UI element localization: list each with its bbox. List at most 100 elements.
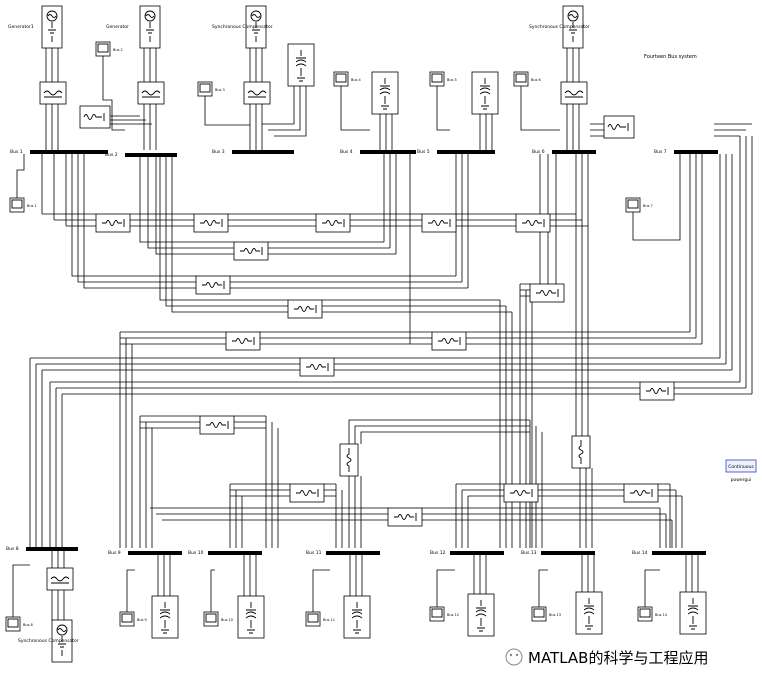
transmission-line-4-5[interactable]	[421, 213, 457, 233]
transmission-line-13-14[interactable]	[387, 507, 423, 527]
wiring	[12, 48, 753, 620]
bus-bar-13[interactable]	[541, 551, 595, 555]
scope-bus-7[interactable]: Bus 7	[625, 197, 653, 213]
bus-label-8: Bus 8	[6, 546, 19, 552]
transformer-g8[interactable]	[46, 567, 74, 591]
transmission-line-9-14[interactable]	[289, 483, 325, 503]
scope-label-2: Bus 2	[113, 48, 123, 52]
generator-g8[interactable]: Synchronous Compensator	[18, 619, 79, 663]
scope-bus-4[interactable]: Bus 4	[333, 71, 362, 87]
scope-bus-13[interactable]: Bus 13	[531, 606, 561, 622]
transformer-g2[interactable]	[137, 81, 165, 105]
load-12[interactable]	[467, 593, 495, 637]
scope-label-13: Bus 13	[549, 613, 561, 617]
generator-label-g1: Generator1	[8, 24, 34, 30]
scope-label-5: Bus 5	[447, 78, 457, 82]
scope-label-3: Bus 3	[215, 88, 225, 92]
powergui-block[interactable]: Continuous powergui	[725, 459, 757, 483]
scope-bus-12[interactable]: Bus 12	[429, 606, 459, 622]
transmission-line-10-11[interactable]	[503, 483, 539, 503]
bus-bar-6[interactable]	[552, 150, 596, 154]
scope-bus-14[interactable]: Bus 14	[637, 606, 668, 622]
transmission-line-12-13[interactable]	[623, 483, 659, 503]
watermark-text: MATLAB的科学与工程应用	[528, 649, 708, 667]
bus-bar-5[interactable]	[437, 150, 495, 154]
bus-bar-10[interactable]	[208, 551, 262, 555]
bus-label-9: Bus 9	[108, 550, 121, 556]
bus-bar-7[interactable]	[674, 150, 718, 154]
transmission-line-4-7[interactable]	[529, 283, 565, 303]
bus-bar-1[interactable]	[30, 150, 108, 154]
scope-label-11: Bus 11	[323, 618, 335, 622]
scope-label-7: Bus 7	[643, 204, 653, 208]
load-13[interactable]	[575, 591, 603, 635]
transmission-line-2-3[interactable]	[193, 213, 229, 233]
transmission-line-3-4[interactable]	[287, 299, 323, 319]
bus-label-3: Bus 3	[212, 149, 225, 155]
load-5[interactable]	[471, 71, 499, 115]
transmission-line-5-9[interactable]	[225, 331, 261, 351]
generator-label-g3: Synchronous Compensator	[212, 24, 273, 30]
transmission-line-2-4[interactable]	[315, 213, 351, 233]
scope-bus-5[interactable]: Bus 5	[429, 71, 457, 87]
bus-label-10: Bus 10	[188, 550, 204, 556]
generator-g2[interactable]: Generator	[106, 5, 161, 49]
transmission-line-6-12[interactable]	[299, 357, 335, 377]
transmission-line-7-8[interactable]	[199, 415, 235, 435]
bus-label-1: Bus 1	[10, 149, 23, 155]
transformer-g3[interactable]	[243, 81, 271, 105]
transmission-line-6-13[interactable]	[639, 381, 675, 401]
bus-bar-9[interactable]	[128, 551, 182, 555]
scope-label-10: Bus 10	[221, 618, 233, 622]
load-9[interactable]	[151, 595, 179, 639]
transmission-line-1-5[interactable]	[233, 241, 269, 261]
watermark: MATLAB的科学与工程应用	[505, 648, 708, 667]
scope-bus-11[interactable]: Bus 11	[305, 611, 335, 627]
transmission-line-6-11[interactable]	[431, 331, 467, 351]
bus-label-14: Bus 14	[632, 550, 648, 556]
scope-bus-3[interactable]: Bus 3	[197, 81, 225, 97]
bus-bar-8[interactable]	[26, 547, 78, 551]
transformer-g1[interactable]	[39, 81, 67, 105]
bus-label-6: Bus 6	[532, 149, 545, 155]
load-11[interactable]	[343, 595, 371, 639]
scope-bus-10[interactable]: Bus 10	[203, 611, 233, 627]
generator-label-g8: Synchronous Compensator	[18, 638, 79, 644]
scope-bus-8[interactable]: Bus 8	[5, 616, 33, 632]
scope-bus-1[interactable]: Bus 1	[9, 197, 37, 213]
bus-bar-12[interactable]	[450, 551, 504, 555]
load-2[interactable]	[79, 105, 111, 129]
generator-label-g6: Synchronous Compensator	[529, 24, 590, 30]
bus-label-4: Bus 4	[340, 149, 353, 155]
transformer-g6[interactable]	[560, 81, 588, 105]
scope-bus-2[interactable]: Bus 2	[95, 41, 123, 57]
load-14[interactable]	[679, 591, 707, 635]
load-3[interactable]	[287, 43, 315, 87]
scope-label-8: Bus 8	[23, 623, 33, 627]
load-4[interactable]	[371, 71, 399, 115]
bus-bar-3[interactable]	[232, 150, 294, 154]
generator-g3[interactable]: Synchronous Compensator	[212, 5, 273, 49]
bus-bar-11[interactable]	[326, 551, 380, 555]
load-10[interactable]	[237, 595, 265, 639]
transmission-line-5-6[interactable]	[515, 213, 551, 233]
generator-label-g2: Generator	[106, 24, 129, 30]
generator-g6[interactable]: Synchronous Compensator	[529, 5, 590, 49]
scope-bus-6[interactable]: Bus 6	[513, 71, 541, 87]
powergui-mode: Continuous	[728, 464, 754, 470]
bus-bar-2[interactable]	[125, 153, 177, 157]
transmission-line-2-5[interactable]	[195, 275, 231, 295]
scope-label-4: Bus 4	[351, 78, 362, 82]
transmission-line-1-2[interactable]	[95, 213, 131, 233]
transmission-line-9-10[interactable]	[571, 435, 591, 469]
blocks: Bus 1 Bus 2 Bus 3 Bus 4 Bus 5 Bus 6 Bus 7 Bus 8…	[5, 5, 718, 663]
load-6[interactable]	[603, 115, 635, 139]
generator-g1[interactable]: Generator1	[8, 5, 63, 49]
transmission-line-7-9[interactable]	[339, 443, 359, 477]
scope-bus-9[interactable]: Bus 9	[119, 611, 147, 627]
bus-bar-4[interactable]	[360, 150, 416, 154]
bus-bar-14[interactable]	[652, 551, 706, 555]
bus-label-5: Bus 5	[417, 149, 430, 155]
bus-label-2: Bus 2	[105, 152, 118, 158]
